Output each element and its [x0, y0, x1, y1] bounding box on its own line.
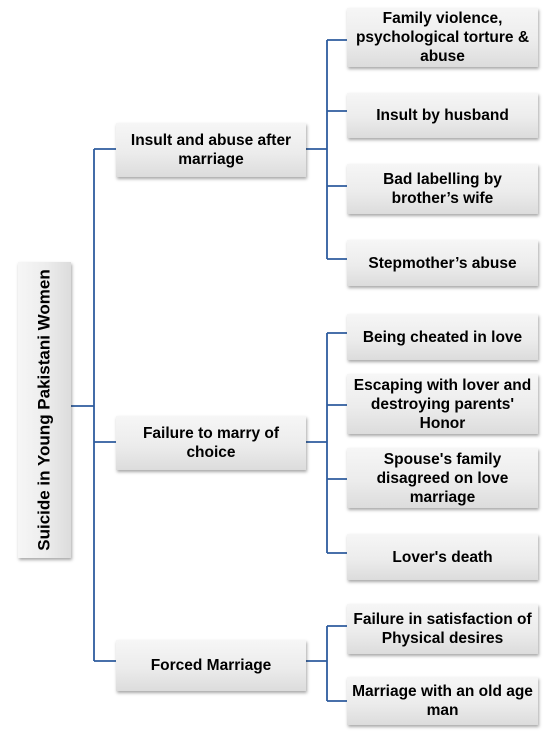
leaf-node: Family violence, psychological torture &…: [347, 8, 538, 67]
leaf-label: Bad labelling by brother’s wife: [383, 171, 502, 207]
leaf-label: Marriage with an old age man: [352, 683, 533, 719]
branch-label: Failure to marry of choice: [142, 425, 280, 461]
leaf-node: Stepmother’s abuse: [347, 240, 538, 286]
leaf-label: Stepmother’s abuse: [368, 254, 517, 272]
leaf-label: Spouse's family disagreed on love marria…: [376, 450, 509, 506]
root-label: Suicide in Young Pakistani Women: [34, 269, 54, 551]
leaf-node: Bad labelling by brother’s wife: [347, 164, 538, 214]
branch-node-failure-to-marry: Failure to marry of choice: [116, 416, 306, 470]
leaf-node: Spouse's family disagreed on love marria…: [347, 448, 538, 508]
leaf-label: Failure in satisfaction of Physical desi…: [353, 611, 532, 647]
leaf-label: Family violence, psychological torture &…: [355, 10, 530, 65]
leaf-node: Insult by husband: [347, 93, 538, 138]
leaf-node: Escaping with lover and destroying paren…: [347, 374, 538, 434]
branch-node-insult-abuse: Insult and abuse after marriage: [116, 123, 306, 177]
leaf-node: Being cheated in love: [347, 314, 538, 360]
leaf-node: Lover's death: [347, 534, 538, 580]
leaf-label: Escaping with lover and destroying paren…: [353, 376, 532, 432]
branch-node-forced-marriage: Forced Marriage: [116, 640, 306, 691]
leaf-label: Being cheated in love: [362, 328, 523, 346]
leaf-label: Lover's death: [392, 548, 493, 566]
branch-label: Forced Marriage: [150, 657, 272, 674]
root-node: [18, 262, 71, 558]
branch-label: Insult and abuse after marriage: [130, 132, 292, 168]
leaf-node: Failure in satisfaction of Physical desi…: [347, 604, 538, 654]
leaf-node: Marriage with an old age man: [347, 677, 538, 725]
leaf-label: Insult by husband: [376, 107, 509, 124]
